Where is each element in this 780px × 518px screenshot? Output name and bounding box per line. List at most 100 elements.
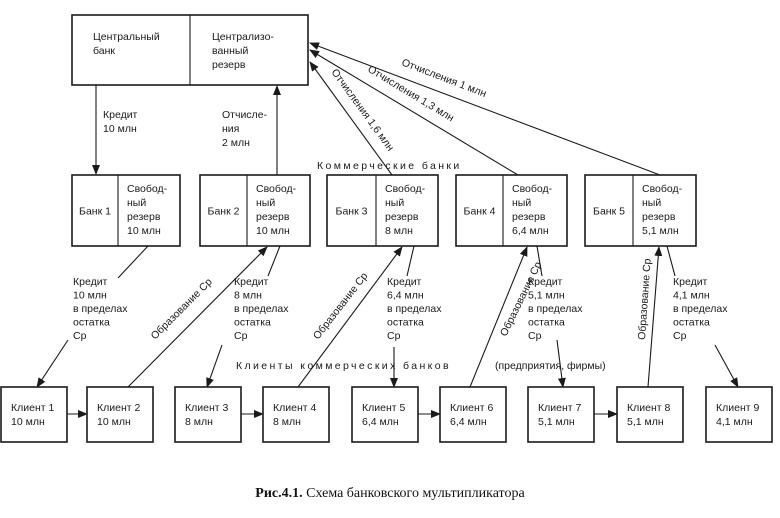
client-1: Клиент 1 10 млн bbox=[0, 386, 68, 443]
credit-arrow bbox=[36, 339, 69, 388]
bank-box bbox=[455, 174, 568, 247]
bank-reserve-line: Свобод- bbox=[256, 183, 297, 195]
bank-reserve-line: Свобод- bbox=[127, 183, 168, 195]
bank-reserve-line: Свобод- bbox=[385, 183, 426, 195]
client-box bbox=[527, 386, 595, 443]
client-box bbox=[705, 386, 773, 443]
bank-reserve-line: резерв bbox=[385, 211, 419, 223]
bank-reserve-line: ный bbox=[256, 197, 275, 209]
credit-label-line: 5,1 млн bbox=[528, 290, 565, 302]
credit-label-line: Кредит bbox=[73, 276, 108, 288]
central-credit-label-2: 10 млн bbox=[103, 123, 137, 135]
credit-line-upper bbox=[406, 245, 415, 277]
client-box bbox=[86, 386, 154, 443]
bank-reserve-line: Свобод- bbox=[512, 183, 553, 195]
central-bank-block: Центральный банк Централизо- ванный резе… bbox=[71, 14, 309, 86]
bank-3: Банк 3 Свобод-ный резерв 8 млн bbox=[326, 174, 439, 247]
figure-caption: Рис.4.1. Схема банковского мультипликато… bbox=[0, 486, 780, 502]
credit-line-upper bbox=[267, 245, 281, 277]
bank-reserve-line: резерв bbox=[642, 211, 676, 223]
credit-label-line: остатка bbox=[528, 317, 565, 329]
bank-name: Банк 1 bbox=[79, 206, 111, 218]
client-box bbox=[174, 386, 242, 443]
client-box bbox=[0, 386, 68, 443]
client-amount: 8 млн bbox=[273, 416, 301, 428]
credit-label-line: в пределах bbox=[528, 303, 583, 315]
client-7: Клиент 75,1 млн bbox=[527, 386, 595, 443]
client-amount: 10 млн bbox=[97, 416, 131, 428]
clients-label: Клиенты коммерческих банков bbox=[236, 360, 451, 372]
commercial-banks-row: Банк 1 Свобод-ный резерв 10 млн Банк 2 Свобод… bbox=[71, 174, 697, 247]
client-8: Клиент 85,1 млн bbox=[616, 386, 684, 443]
formation-arrow bbox=[647, 246, 663, 388]
central-reserve-label-3: резерв bbox=[212, 59, 246, 71]
figure-number: Рис.4.1. bbox=[255, 486, 303, 501]
credit-label-line: остатка bbox=[234, 317, 271, 329]
bank5-deduction-arrow bbox=[309, 42, 661, 176]
client-name: Клиент 3 bbox=[185, 402, 228, 414]
commercial-banks-label: Коммерческие банки bbox=[317, 160, 462, 172]
client-amount: 8 млн bbox=[185, 416, 213, 428]
client-6: Клиент 6 6,4 млн bbox=[439, 386, 507, 443]
formation-arrow bbox=[127, 246, 268, 388]
credit-label-line: в пределах bbox=[673, 303, 728, 315]
credit-label-line: Cр bbox=[73, 330, 87, 342]
formation-label: Образование Cр bbox=[636, 258, 654, 340]
credit-line-upper bbox=[666, 245, 676, 277]
client-box bbox=[439, 386, 507, 443]
client-4: Клиент 4 8 млн bbox=[262, 386, 330, 443]
bank-name: Банк 3 bbox=[336, 206, 368, 218]
credit-label-line: Кредит bbox=[234, 276, 269, 288]
credit-label-line: Кредит bbox=[528, 276, 563, 288]
credit-label-line: 10 млн bbox=[73, 290, 107, 302]
clients-row: Клиент 1 10 млн Клиент 2 10 млн Клиент 3 8 мл… bbox=[0, 386, 773, 443]
bank-reserve-line: 8 млн bbox=[385, 225, 413, 237]
client-box bbox=[616, 386, 684, 443]
client-amount: 6,4 млн bbox=[450, 416, 487, 428]
credit-label-line: в пределах bbox=[73, 303, 128, 315]
bank-reserve-line: ный bbox=[385, 197, 404, 209]
client-name: Клиент 1 bbox=[11, 402, 54, 414]
bank-name: Банк 5 bbox=[593, 206, 625, 218]
client-5: Клиент 56,4 млн bbox=[351, 386, 419, 443]
credit-label-line: в пределах bbox=[234, 303, 289, 315]
client-amount: 4,1 млн bbox=[716, 416, 753, 428]
client-name: Клиент 6 bbox=[450, 402, 493, 414]
credit-label-line: Cр bbox=[528, 330, 542, 342]
bank-box bbox=[199, 174, 311, 247]
formation-arrow bbox=[297, 246, 403, 388]
client-amount: 5,1 млн bbox=[538, 416, 575, 428]
client-box bbox=[262, 386, 330, 443]
client-amount: 10 млн bbox=[11, 416, 45, 428]
client-name: Клиент 2 bbox=[97, 402, 140, 414]
credit-label-line: остатка bbox=[73, 317, 110, 329]
credit-label-line: 6,4 млн bbox=[387, 290, 424, 302]
bank2-deduction-label-3: 2 млн bbox=[222, 137, 250, 149]
bank-2: Банк 2 Свобод-ный резерв 10 млн bbox=[199, 174, 311, 247]
credit-label-line: Кредит bbox=[673, 276, 708, 288]
bank-reserve-line: резерв bbox=[256, 211, 290, 223]
central-reserve-label-2: ванный bbox=[212, 45, 248, 57]
bank-name: Банк 2 bbox=[208, 206, 240, 218]
credit-label-line: Cр bbox=[673, 330, 687, 342]
client-2: Клиент 2 10 млн bbox=[86, 386, 154, 443]
credit-label-line: остатка bbox=[387, 317, 424, 329]
bank-reserve-line: резерв bbox=[512, 211, 546, 223]
bank3-deduction-arrow bbox=[309, 61, 393, 176]
credit-arrow bbox=[556, 339, 566, 388]
credit-label-line: Кредит bbox=[387, 276, 422, 288]
bank-reserve-line: 10 млн bbox=[256, 225, 290, 237]
credit-label-line: остатка bbox=[673, 317, 710, 329]
bank-box bbox=[584, 174, 697, 247]
bank-box bbox=[326, 174, 439, 247]
bank2-deduction-label-1: Отчисле- bbox=[222, 109, 268, 121]
credit-label-line: 8 млн bbox=[234, 290, 262, 302]
credit-label-line: 4,1 млн bbox=[673, 290, 710, 302]
bank-name: Банк 4 bbox=[464, 206, 496, 218]
bank-reserve-line: резерв bbox=[127, 211, 161, 223]
credit-arrow bbox=[714, 344, 739, 388]
credit-label-line: в пределах bbox=[387, 303, 442, 315]
client-name: Клиент 4 bbox=[273, 402, 316, 414]
